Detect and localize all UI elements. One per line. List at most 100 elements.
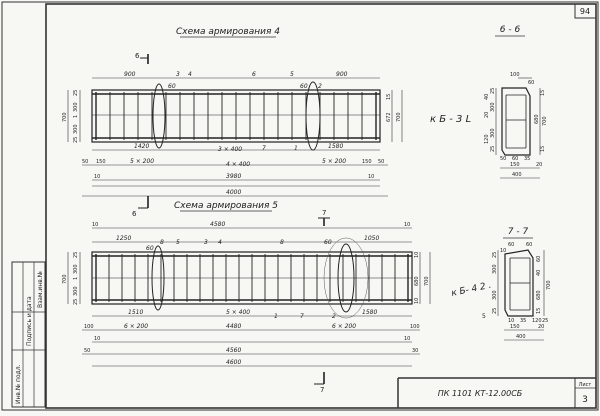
- scheme4-pos-6: 6: [252, 71, 256, 78]
- stamp-sign-label: Подпись и дата: [26, 296, 33, 346]
- s5-left-700: 700: [62, 274, 68, 284]
- section-6-6: 6 - 6 100 60 300 300 20 25 25 40 120 15 …: [430, 25, 548, 179]
- sheet-number: 3: [582, 395, 588, 405]
- scheme4-cut-top: 6: [135, 52, 140, 60]
- s5-pos-8-right: 8: [280, 239, 284, 246]
- s5-row1-right: 1580: [362, 309, 377, 316]
- s4-row3-1: 4 × 400: [226, 161, 250, 168]
- s77-d5: 25: [492, 252, 498, 258]
- s5-row3-0: 10: [94, 336, 100, 342]
- s5-pos-5: 5: [176, 239, 180, 246]
- scheme-5: Схема армирования 5 7 7 4580 10 10 1250 …: [62, 201, 431, 394]
- s5-left-dim-2: 1: [73, 277, 79, 280]
- s5-right-700: 700: [424, 276, 430, 286]
- s4-row2-0: 50: [82, 159, 88, 165]
- s66-d5: 25: [490, 88, 496, 94]
- scheme5-cage: [91, 251, 413, 305]
- scheme5-loop-right: [337, 243, 355, 313]
- s77-d0: 60: [508, 242, 514, 248]
- scheme4-loop-left: [152, 83, 166, 149]
- scheme4-pos-7: 7: [262, 145, 266, 152]
- scheme5-cut-bottom: 7: [320, 386, 324, 394]
- s4-left-dim-700: 700: [62, 112, 68, 122]
- scheme5-title: Схема армирования 5: [174, 201, 278, 211]
- s66-d14: 60: [512, 156, 518, 162]
- s77-d13: 680: [536, 290, 542, 300]
- title-block: ПК 1101 КТ-12.00СБ Лист 3: [397, 377, 596, 408]
- section77-handwritten: к Б- 4 2 .: [451, 281, 493, 299]
- s66-d16: 150: [510, 162, 520, 168]
- scheme4-pos-4: 4: [188, 71, 192, 78]
- s77-d10: 40: [536, 270, 542, 276]
- s77-d8: 20: [538, 324, 544, 330]
- s5-row3-2: 10: [404, 336, 410, 342]
- scheme4-pos-60-right: 60: [300, 83, 308, 90]
- section66-handwritten: к Б - 3 L: [430, 114, 471, 125]
- sheet-label: Лист: [579, 382, 592, 388]
- s5-pos-7: 7: [300, 313, 304, 320]
- stamp-inv-label: Инв.№ подл.: [15, 364, 22, 404]
- s77-d9: 60: [536, 256, 542, 262]
- s66-d3: 300: [490, 128, 496, 138]
- scheme4-pos-5: 5: [290, 71, 294, 78]
- s66-d17: 20: [536, 162, 542, 168]
- s5-row4-1: 4560: [226, 347, 241, 354]
- s4-row3-2: 10: [368, 174, 374, 180]
- s66-d15: 35: [524, 156, 530, 162]
- s5-row2-1: 6 × 200: [124, 323, 148, 330]
- page-number: 94: [580, 7, 590, 16]
- scheme4-cage: [91, 89, 381, 143]
- s5-top-end-left: 10: [92, 222, 98, 228]
- scheme5-detail-circle: [323, 237, 369, 319]
- s5-top-dim-left: 1250: [116, 235, 131, 242]
- s77-d11: 700: [546, 280, 552, 290]
- scheme4-pos-60-left: 60: [168, 83, 176, 90]
- s77-d4: 300: [492, 290, 498, 300]
- section66-title: 6 - 6: [500, 25, 521, 35]
- s4-row2-2: 5 × 200: [130, 158, 154, 165]
- s77-d15: 5: [482, 313, 486, 320]
- s4-row4: 3980: [226, 173, 241, 180]
- s4-left-dim-1: 300: [73, 102, 79, 112]
- s5-top-total: 4580: [210, 221, 225, 228]
- scheme5-loop-left: [151, 245, 165, 311]
- s5-pos-1: 1: [274, 313, 278, 320]
- s4-total: 4000: [226, 189, 241, 196]
- s5-right-10-top: 10: [414, 252, 420, 258]
- s5-row2-3: 6 × 200: [332, 323, 356, 330]
- s77-d18: 120: [532, 318, 542, 324]
- s5-pos-8-left: 8: [160, 239, 164, 246]
- s66-d7: 40: [484, 94, 490, 100]
- stamp-replace-label: Взам.инв.№: [37, 271, 44, 308]
- s4-row1-right: 1580: [328, 143, 343, 150]
- s77-d3: 300: [492, 264, 498, 274]
- s5-left-dim-4: 25: [73, 299, 79, 305]
- s66-d0: 100: [510, 72, 520, 78]
- s4-left-dim-0: 25: [73, 90, 79, 96]
- s4-row2-4: 5 × 200: [322, 158, 346, 165]
- s66-d12: 15: [540, 146, 546, 152]
- s4-right-dim-672: 672: [386, 112, 392, 122]
- s5-left-dim-1: 300: [73, 264, 79, 274]
- s5-row4-2: 30: [412, 348, 418, 354]
- s66-d6: 25: [490, 146, 496, 152]
- scheme4-pos-1: 1: [294, 145, 298, 152]
- s66-d8: 120: [484, 134, 490, 144]
- s4-left-dim-3: 300: [73, 124, 79, 134]
- s5-pos-60-right: 60: [324, 239, 332, 246]
- s4-left-dim-2: 1: [73, 115, 79, 118]
- scheme4-pos-2: 2: [318, 83, 322, 90]
- scheme-4: Схема армирования 4 6 6 900 900 3 4 6 5 …: [62, 27, 403, 218]
- s4-row2-5: 150: [362, 159, 372, 165]
- s5-row2-2: 5 × 400: [226, 309, 250, 316]
- s77-d14: 400: [516, 334, 526, 340]
- s77-d16: 10: [508, 318, 514, 324]
- s66-d2: 300: [490, 102, 496, 112]
- s4-row3-0: 10: [94, 174, 100, 180]
- s5-pos-2: 2: [332, 313, 336, 320]
- s4-right-dim-15: 15: [386, 94, 392, 100]
- s5-right-10-bot: 10: [414, 298, 420, 304]
- s66-d18: 400: [512, 172, 522, 178]
